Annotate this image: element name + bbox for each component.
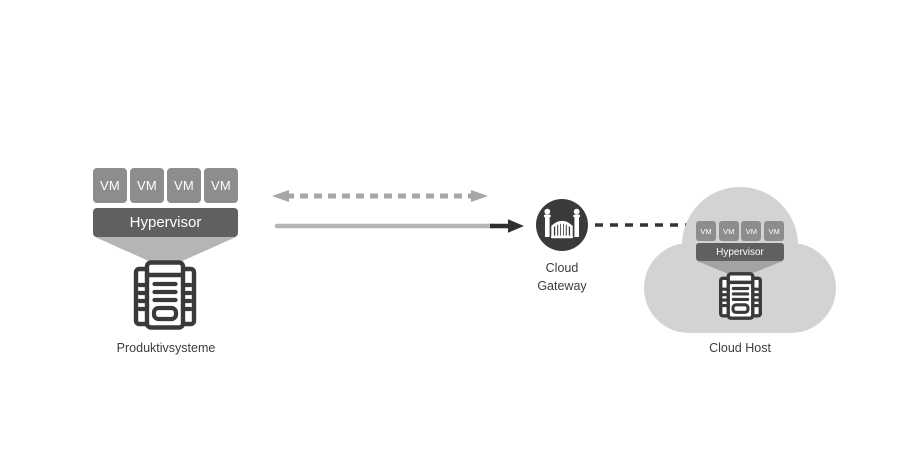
gateway-caption: Cloud Gateway: [537, 261, 587, 294]
gate-icon: [536, 199, 588, 251]
solid-right-arrow: [274, 219, 524, 233]
vm-box: VM: [93, 168, 127, 203]
vm-box: VM: [696, 221, 716, 241]
funnel-shape: [95, 237, 236, 266]
cloud-caption: Cloud Host: [709, 341, 771, 355]
funnel-shape: [697, 261, 783, 277]
vm-box: VM: [204, 168, 238, 203]
cloud-vm-row: VM VM VM VM: [696, 221, 785, 241]
cloud-hypervisor-bar: Hypervisor: [696, 243, 784, 261]
mainframe-server-icon: [719, 272, 762, 320]
vm-box: VM: [718, 221, 739, 241]
production-caption: Produktivsysteme: [116, 341, 216, 355]
vm-box: VM: [764, 221, 785, 241]
hypervisor-bar: Hypervisor: [93, 208, 238, 237]
vm-box: VM: [167, 168, 201, 203]
dashed-connector: [595, 223, 687, 227]
mainframe-server-icon: [133, 260, 197, 330]
vm-box: VM: [741, 221, 762, 241]
bidirectional-dashed-arrow: [272, 190, 488, 202]
production-vm-row: VM VM VM VM: [93, 168, 238, 203]
vm-box: VM: [130, 168, 164, 203]
